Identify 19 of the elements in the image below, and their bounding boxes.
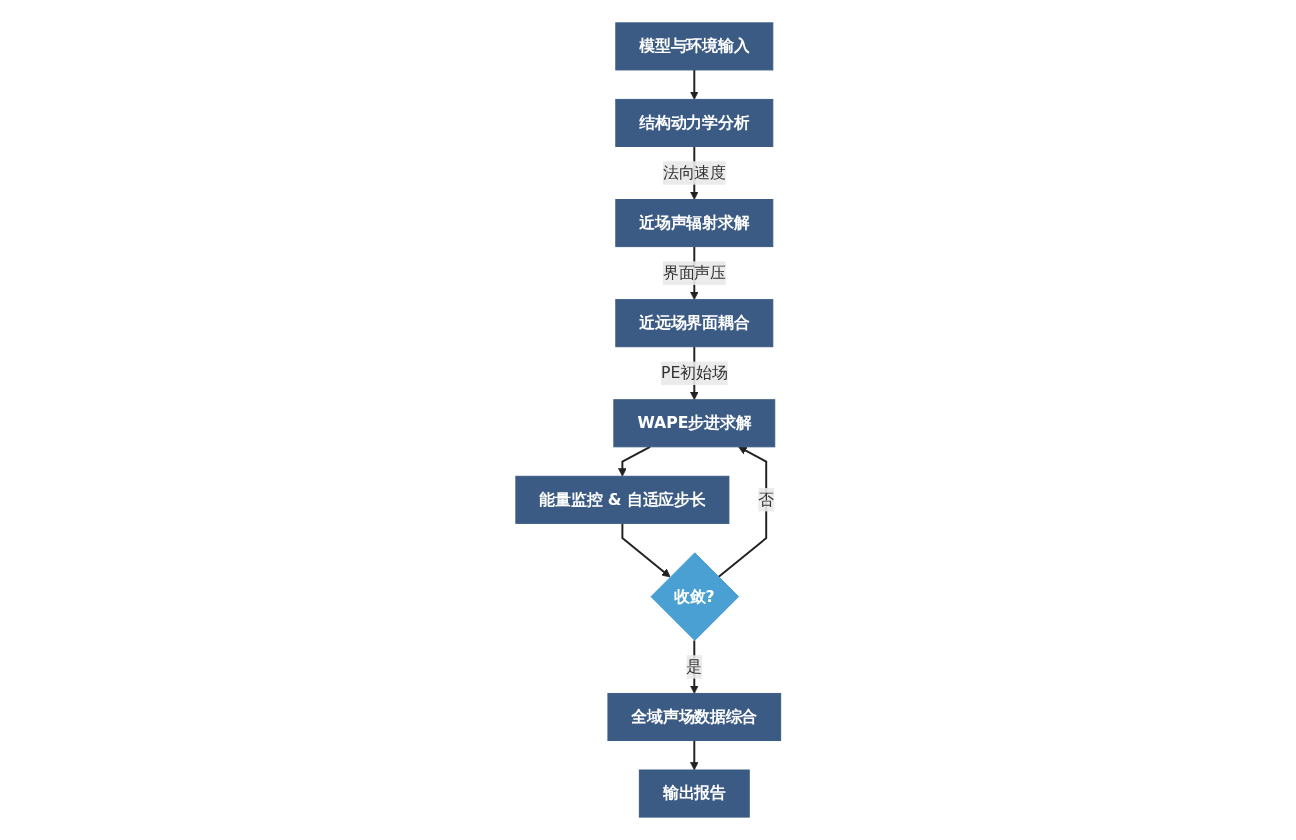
node-box: 能量监控 & 自适应步长	[515, 475, 730, 524]
node-box: 结构动力学分析	[615, 98, 774, 147]
edge-label: PE初始场	[660, 363, 728, 383]
node-diamond: 收敛?	[650, 552, 739, 641]
arrow	[617, 445, 651, 477]
node-box: 输出报告	[638, 769, 750, 818]
node-box: 全域声场数据综合	[607, 692, 781, 742]
edge-label: 界面声压	[662, 263, 726, 282]
node-box: WAPE步进求解	[613, 399, 775, 448]
edge-label: 法向速度	[662, 163, 726, 182]
arrow	[717, 446, 767, 578]
arrow	[689, 739, 699, 771]
node-box: 近场声辐射求解	[615, 199, 774, 248]
arrow	[621, 522, 671, 578]
node-box: 模型与环境输入	[615, 22, 774, 71]
node-box: 近远场界面耦合	[615, 299, 774, 348]
arrow	[689, 69, 699, 100]
edge-label: 否	[758, 490, 774, 509]
edge-label: 是	[686, 657, 702, 676]
